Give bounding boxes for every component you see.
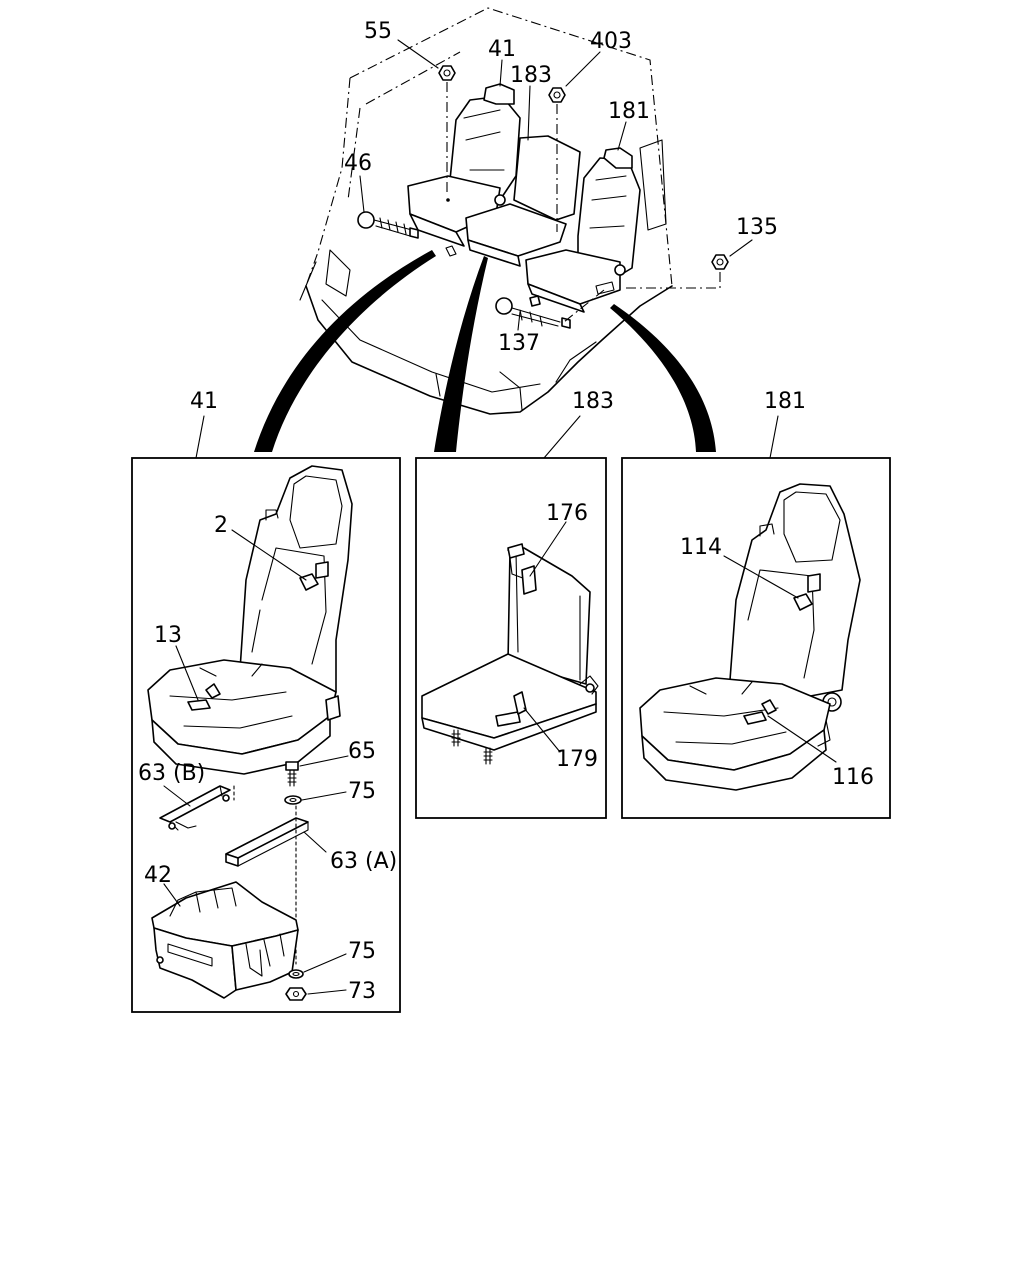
label-46: 46 — [344, 151, 372, 176]
top-left-seat — [407, 83, 521, 247]
label-65: 65 — [348, 739, 376, 764]
label-42: 42 — [144, 863, 172, 888]
label-179: 179 — [556, 747, 598, 772]
box-181-title: 181 — [764, 389, 806, 414]
label-2: 2 — [214, 513, 228, 538]
bolt-137 — [495, 295, 571, 329]
box-183-title: 183 — [572, 389, 614, 414]
box-seat-183 — [415, 457, 607, 819]
bolt-46 — [357, 211, 419, 239]
label-114: 114 — [680, 535, 722, 560]
label-403: 403 — [590, 29, 632, 54]
label-63a: 63 (A) — [330, 849, 397, 874]
label-137: 137 — [498, 331, 540, 356]
top-middle-seat — [465, 135, 581, 267]
nut-55 — [438, 65, 456, 81]
label-135: 135 — [736, 215, 778, 240]
box-seat-41 — [131, 457, 401, 1013]
cab-body — [305, 285, 673, 415]
box-41-title: 41 — [190, 389, 218, 414]
connectors — [254, 250, 716, 452]
seat-181-detail — [639, 483, 861, 791]
nut-135 — [711, 254, 729, 270]
label-75-upper: 75 — [348, 779, 376, 804]
label-116: 116 — [832, 765, 874, 790]
seat-183-detail — [421, 543, 599, 765]
label-73: 73 — [348, 979, 376, 1004]
label-176: 176 — [546, 501, 588, 526]
seat-41-detail — [147, 465, 353, 1001]
cab-overview — [299, 7, 753, 415]
label-75-lower: 75 — [348, 939, 376, 964]
label-63b: 63 (B) — [138, 761, 205, 786]
label-55: 55 — [364, 19, 392, 44]
box-seat-181 — [621, 457, 891, 819]
label-183-top: 183 — [510, 63, 552, 88]
top-right-seat — [525, 147, 641, 313]
label-181-top: 181 — [608, 99, 650, 124]
label-41-top: 41 — [488, 37, 516, 62]
label-13: 13 — [154, 623, 182, 648]
nut-403 — [548, 87, 566, 103]
cab-outline — [305, 7, 673, 287]
